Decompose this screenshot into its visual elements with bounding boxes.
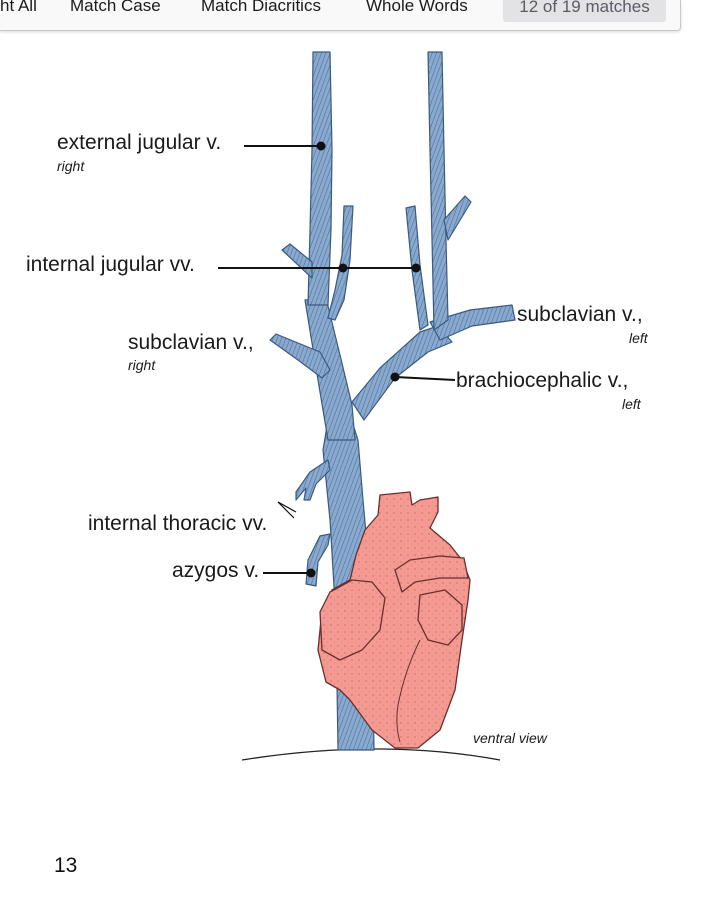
label-subclavian-right: subclavian v., (128, 331, 254, 354)
right-atrium (319, 579, 386, 661)
label-brachiocephalic-side: left (622, 396, 642, 412)
heart-body (317, 491, 471, 749)
page-number: 13 (54, 854, 78, 877)
leader-internal-thoracic (277, 501, 297, 513)
heart (317, 491, 471, 749)
leader-dots (306, 141, 421, 578)
internal-thoracic-veins (295, 459, 331, 501)
right-subclavian-vein (269, 333, 331, 379)
interventricular-groove (396, 639, 421, 743)
leader-internal-thoracic-b (277, 501, 295, 519)
left-external-jugular-vein (427, 51, 449, 331)
right-internal-jugular-vein (327, 205, 354, 321)
whole-words-toggle[interactable]: Whole Words (366, 0, 468, 15)
leader-brachiocephalic (394, 376, 456, 381)
match-case-toggle[interactable]: Match Case (70, 0, 161, 15)
left-subclavian-vein (429, 304, 516, 341)
dot-internal-jugular-left (411, 263, 421, 273)
left-auricle (417, 589, 463, 646)
left-brachiocephalic-vein (351, 325, 453, 421)
match-count-status: 12 of 19 matches (503, 0, 666, 22)
label-brachiocephalic: brachiocephalic v., (456, 369, 628, 392)
label-external-jugular-side: right (57, 158, 85, 174)
azygos-vein (305, 533, 331, 587)
match-diacritics-toggle[interactable]: Match Diacritics (201, 0, 321, 15)
label-internal-thoracic: internal thoracic vv. (88, 512, 267, 535)
find-bar: ht All Match Case Match Diacritics Whole… (0, 0, 681, 31)
label-internal-jugular: internal jugular vv. (26, 253, 195, 276)
dot-external-jugular (316, 141, 326, 151)
aortic-arch (394, 555, 469, 593)
right-jugular-branch (281, 243, 313, 279)
leader-lines (218, 145, 456, 574)
label-subclavian-left: subclavian v., (517, 303, 643, 326)
ground-arc (241, 748, 501, 761)
label-ventral-view: ventral view (473, 730, 548, 746)
left-jugular-branch (443, 195, 472, 241)
dot-azygos (306, 568, 316, 578)
label-subclavian-left-side: left (629, 330, 649, 346)
dot-brachiocephalic (390, 372, 400, 382)
label-subclavian-right-side: right (128, 357, 156, 373)
label-external-jugular: external jugular v. (57, 131, 221, 154)
label-azygos: azygos v. (172, 559, 259, 582)
dot-internal-jugular-right (338, 263, 348, 273)
highlight-all-toggle[interactable]: ht All (0, 0, 37, 15)
right-external-jugular-vein (307, 51, 333, 306)
